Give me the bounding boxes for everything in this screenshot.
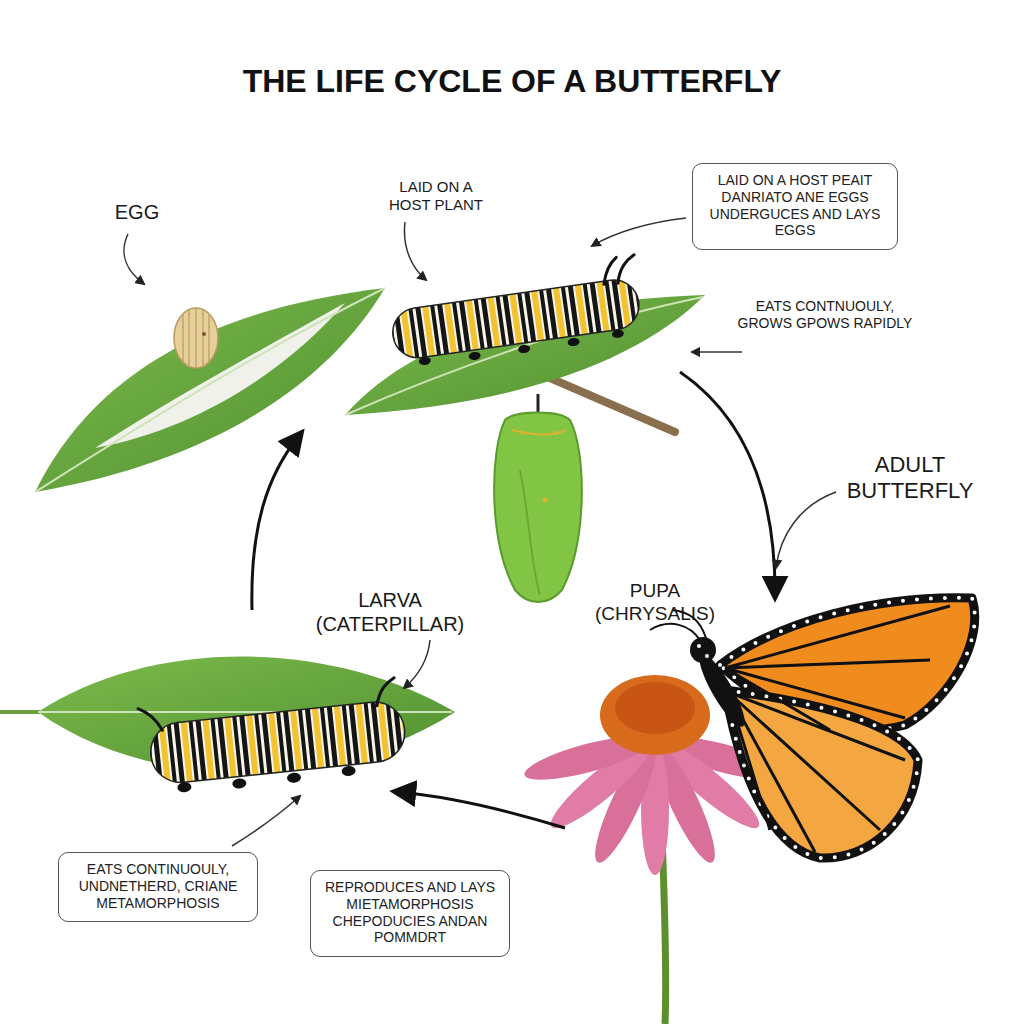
butterfly [650,598,975,858]
caterpillar [138,677,409,798]
egg [174,308,218,368]
stage-label: PUPA (CHRYSALIS) [580,580,730,626]
leader-lines [124,218,836,846]
callout-text: REPRODUCES AND LAYS MIETAMORPHOSIS CHEPO… [321,879,499,946]
caterpillar [387,255,646,371]
note-label: EATS CONTNUOULY, GROWS GPOWS RAPIDLY [736,298,914,332]
egg-leaf [35,288,385,492]
stage-label: LARVA (CATERPILLAR) [305,588,475,636]
chrysalis [494,394,582,602]
callout-box: LAID ON A HOST PEAIT DANRIATO ANE EGGS U… [692,163,898,250]
stage-label: ADULT BUTTERFLY [840,452,980,505]
callout-box: REPRODUCES AND LAYS MIETAMORPHOSIS CHEPO… [310,870,510,957]
stage-label: EGG [97,200,177,224]
callout-text: EATS CONTINUOULY, UNDNETHERD, CRIANE MET… [69,861,247,911]
callout-box: EATS CONTINUOULY, UNDNETHERD, CRIANE MET… [58,852,258,922]
callout-text: LAID ON A HOST PEAIT DANRIATO ANE EGGS U… [703,172,887,239]
diagram-title: THE LIFE CYCLE OF A BUTTERFLY [0,62,1024,100]
cycle-arrows [252,372,775,828]
note-label: LAID ON A HOST PLANT [378,178,494,214]
